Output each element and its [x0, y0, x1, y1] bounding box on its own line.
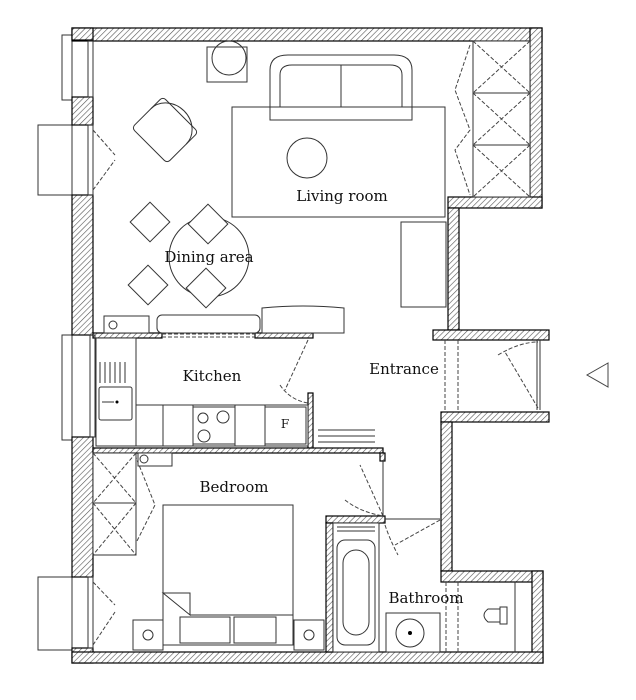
- triangle-left-icon: [585, 362, 609, 388]
- label-bedroom: Bedroom: [200, 478, 269, 496]
- walls: [71, 27, 550, 664]
- living-furniture: [103, 40, 531, 334]
- kitchen-units: F: [95, 337, 375, 447]
- label-entrance: Entrance: [369, 360, 439, 378]
- wardrobe: [472, 40, 531, 198]
- doors: [92, 44, 539, 646]
- bathroom-fixtures: [332, 522, 516, 653]
- fridge-label: F: [281, 417, 289, 431]
- bedroom-furniture: [92, 452, 325, 651]
- label-dining-area: Dining area: [164, 248, 253, 266]
- windows: [87, 40, 541, 652]
- label-kitchen: Kitchen: [183, 367, 242, 385]
- dining-table: [127, 201, 250, 309]
- exterior-sills: [37, 34, 73, 651]
- label-living-room: Living room: [296, 187, 388, 205]
- label-bathroom: Bathroom: [388, 589, 463, 607]
